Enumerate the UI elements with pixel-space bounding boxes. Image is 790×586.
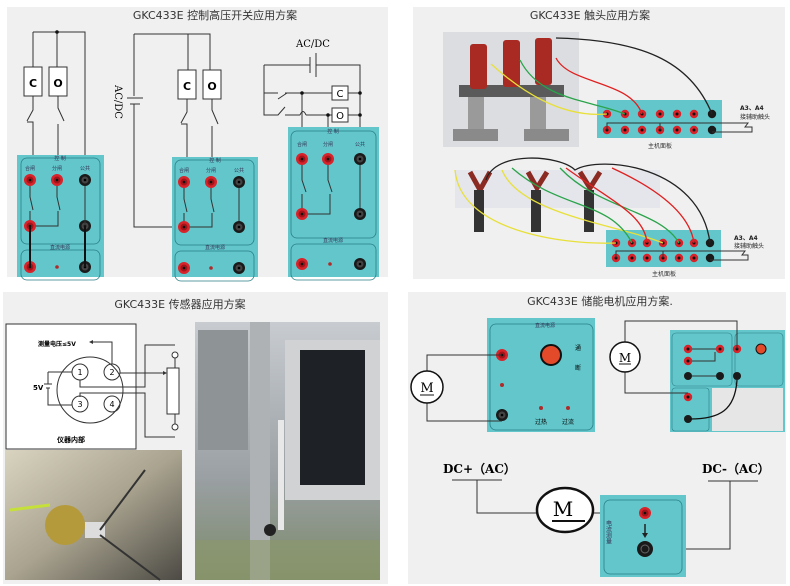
sensor-pin-diagram: 1 2 3 4 测量电压≤5V 5V 仪器内部 [5, 323, 180, 450]
open-label: 分闸 [206, 167, 216, 174]
indicator-lamp [500, 383, 504, 387]
dc-supply-label: 直流电源 [323, 237, 343, 244]
common-terminal [354, 153, 366, 165]
pin-4-label: 4 [109, 400, 114, 409]
dc-negative-terminal [354, 258, 366, 270]
motor-icon [609, 341, 641, 373]
close-label: 合闸 [25, 165, 35, 172]
control-label: 控 制 [209, 157, 221, 164]
dc-positive-terminal [296, 258, 308, 270]
common-label: 公共 [355, 141, 365, 148]
close-label: 合闸 [297, 141, 307, 148]
common-terminal [79, 174, 91, 186]
motor-scheme-title: GKC433E 储能电机应用方案. [527, 294, 673, 308]
dc-supply-label: 直流电源 [205, 244, 225, 251]
overheat-label: 过热 [535, 418, 547, 426]
current-measure-device: 电流测量 [600, 495, 686, 577]
sensor-scheme-panel: GKC433E 传感器应用方案 1 2 3 4 测量电压≤5V 5V 仪器内部 [3, 292, 388, 584]
control-label: 控 制 [327, 128, 339, 135]
motor-symbol: M [619, 351, 631, 365]
contact-scheme-title: GKC433E 触头应用方案 [530, 8, 650, 22]
current-in-terminal [639, 507, 651, 519]
terminal [354, 208, 366, 220]
dc-supply-label: 直流电源 [50, 244, 70, 251]
dc-supply-device: 直流电源 通 断 过热 过流 [487, 318, 595, 432]
close-coil-label: C [337, 89, 344, 100]
host-device [670, 330, 785, 432]
control-label: 控 制 [54, 155, 66, 162]
dc-minus-label: DC-（AC） [702, 461, 770, 476]
close-terminal [24, 174, 36, 186]
dc-positive-terminal [178, 262, 190, 274]
pin-2-label: 2 [109, 368, 114, 377]
dc-plus-label: DC+（AC） [443, 461, 516, 476]
control-device-1: 控 制 合闸 分闸 公共 直流电源 [17, 155, 104, 281]
open-coil-label: O [207, 80, 216, 93]
close-coil-label: C [29, 77, 37, 90]
host-panel-1 [597, 100, 753, 138]
terminal [233, 221, 245, 233]
close-terminal [178, 176, 190, 188]
motor-symbol: M [420, 381, 433, 396]
open-terminal [51, 174, 63, 186]
close-terminal [296, 153, 308, 165]
sensor-install-photo-2 [195, 322, 380, 580]
open-terminal [322, 153, 334, 165]
terminal [296, 208, 308, 220]
common-label: 公共 [234, 167, 244, 174]
source-label: AC/DC [112, 84, 123, 119]
terminal [178, 221, 190, 233]
common-terminal [233, 176, 245, 188]
dc-negative-terminal [233, 262, 245, 274]
aux-contact-note: 接辅助触头 [740, 113, 770, 121]
sensor-install-photo-1 [5, 450, 182, 581]
aux-terminals-label: A3、A4 [734, 235, 758, 242]
instrument-inside-label: 仪器内部 [56, 435, 85, 444]
printer-icon [712, 388, 783, 431]
host-panel-label: 主机面板 [648, 142, 672, 150]
switch-scheme-panel: GKC433E 控制高压开关应用方案 C O 控 制 合闸 分闸 公共 直流电 [7, 7, 388, 282]
potentiometer-icon [166, 367, 180, 415]
open-terminal [205, 176, 217, 188]
on-off-button[interactable] [540, 344, 562, 366]
close-coil-label: C [183, 80, 191, 93]
aux-contact-note: 接辅助触头 [734, 242, 764, 250]
pin-1-label: 1 [77, 368, 82, 377]
contact-scheme-panel: GKC433E 触头应用方案 A3、A4 接辅助触头 主机面板 [413, 7, 785, 279]
control-device-2: 控 制 合闸 分闸 公共 直流电源 [172, 157, 258, 282]
aux-terminals-label: A3、A4 [740, 105, 764, 112]
current-measure-label: 电流测量 [605, 519, 612, 545]
motor-symbol: M [553, 497, 573, 521]
on-label: 通 [575, 344, 581, 352]
open-coil-label: O [336, 111, 344, 122]
motor-scheme-panel: GKC433E 储能电机应用方案. 直流电源 通 断 过热 过流 M [408, 292, 786, 584]
sensor-scheme-title: GKC433E 传感器应用方案 [114, 297, 245, 311]
open-label: 分闸 [52, 165, 62, 172]
common-label: 公共 [80, 165, 90, 172]
dc-supply-label: 直流电源 [535, 322, 555, 329]
host-panel-2 [606, 230, 749, 267]
arrow-down-icon [642, 533, 648, 538]
measure-voltage-label: 测量电压≤5V [38, 340, 76, 348]
host-panel-label: 主机面板 [652, 270, 676, 278]
breaker-photo-1 [443, 32, 579, 147]
switch-circuit-1: C O [23, 30, 86, 180]
supply-voltage-label: 5V [33, 384, 44, 392]
control-device-3: 控 制 合闸 分闸 公共 直流电源 [288, 127, 379, 281]
motor-icon [410, 370, 444, 404]
dc-negative-terminal [496, 409, 508, 421]
source-label: AC/DC [295, 39, 330, 50]
open-coil-label: O [53, 77, 62, 90]
off-label: 断 [575, 364, 581, 372]
overcurrent-label: 过流 [562, 418, 574, 426]
switch-circuit-2: AC/DC C O [112, 33, 222, 228]
open-label: 分闸 [323, 141, 333, 148]
switch-scheme-title: GKC433E 控制高压开关应用方案 [133, 8, 297, 22]
pin-3-label: 3 [77, 400, 82, 409]
close-label: 合闸 [179, 167, 189, 174]
